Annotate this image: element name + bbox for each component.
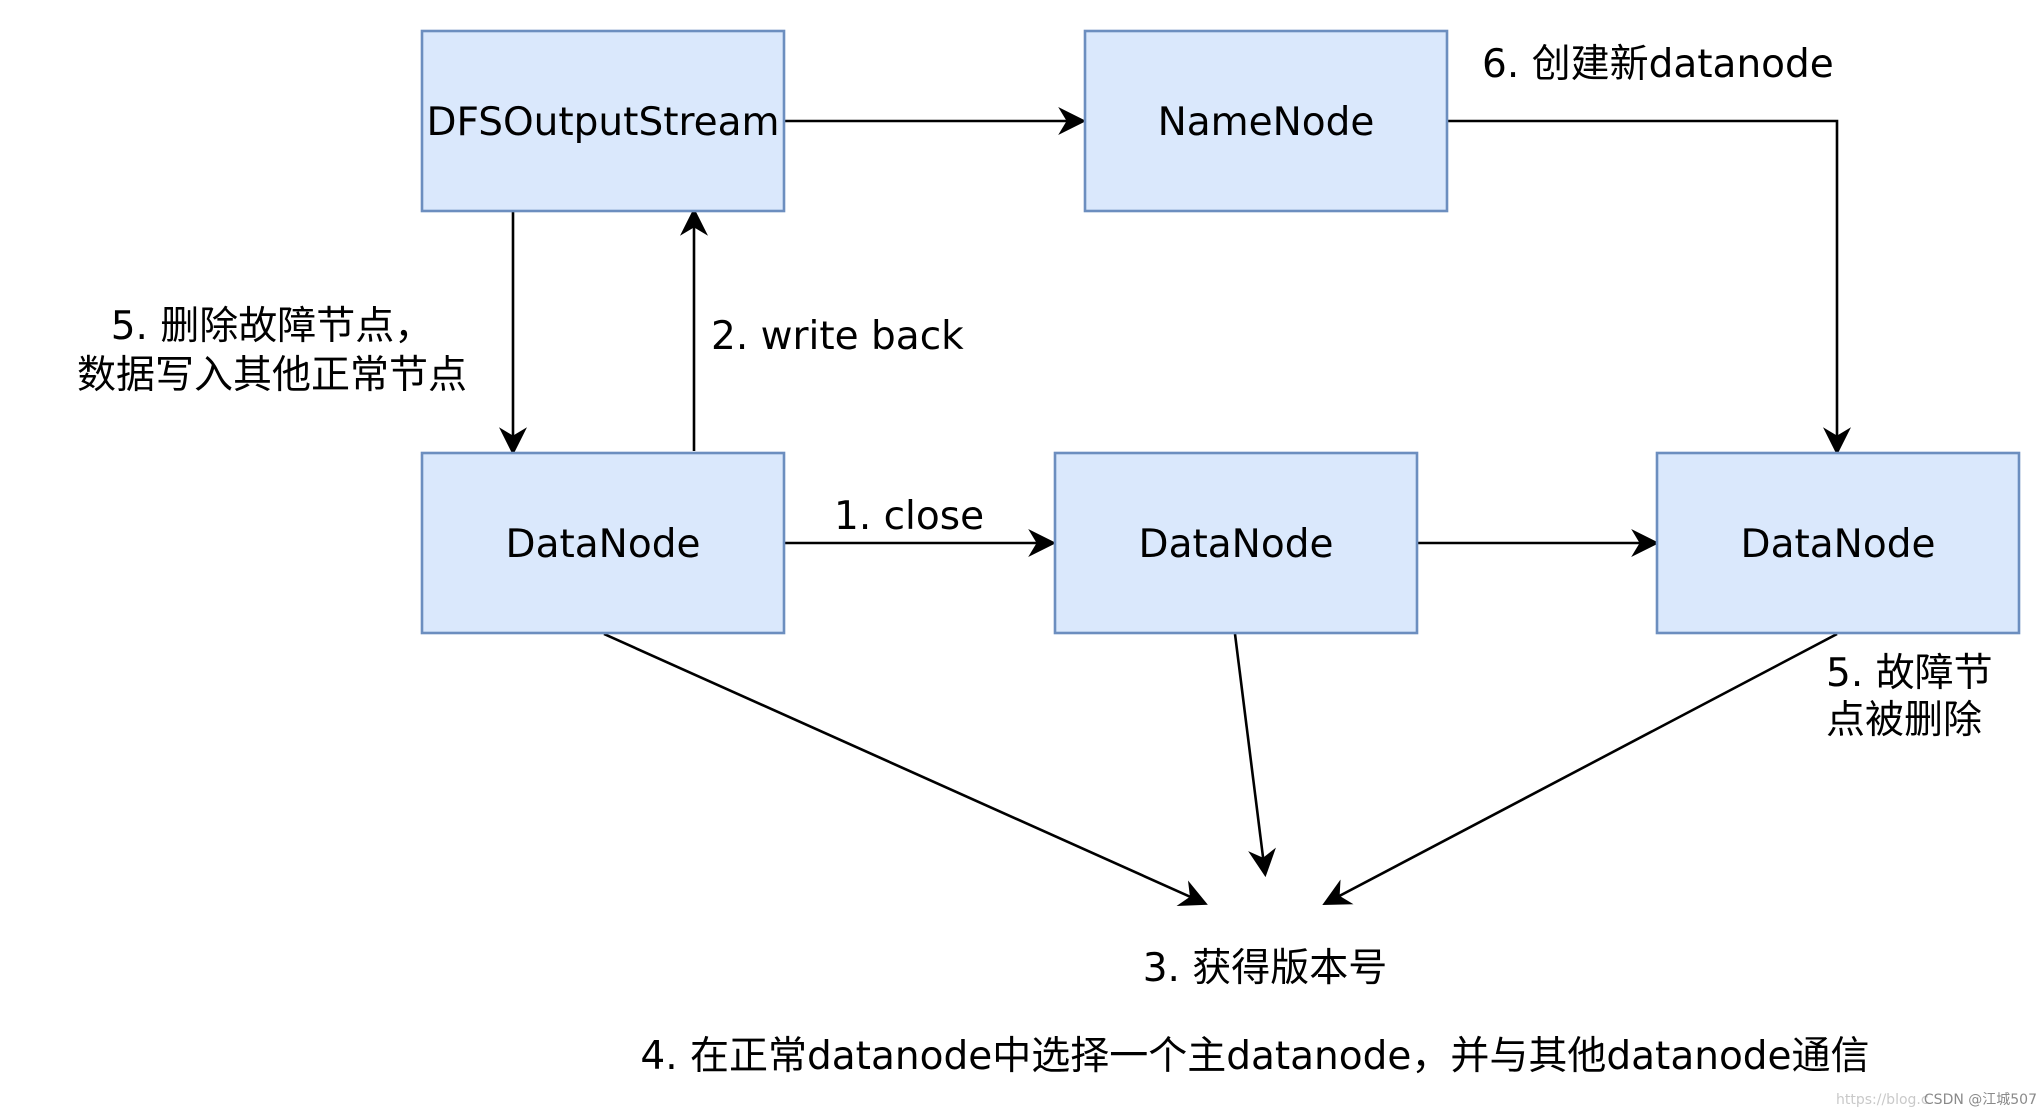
label-remove-faulty-line-1: 5. 删除故障节点， [111,304,434,349]
label-faulty-removed-line-2: 点被删除 [1826,698,1982,743]
node-datanode-1: DataNode [420,451,786,635]
node-dfs-output-stream: DFSOutputStream [420,29,786,213]
edge-datanode-3-to-version [1322,632,1838,905]
label-create-datanode: 6. 创建新datanode [1482,42,1834,87]
label-faulty-removed-line-1: 5. 故障节 [1826,651,1993,696]
footer-note: 4. 在正常datanode中选择一个主datanode，并与其他datanod… [640,1034,1869,1079]
edge-datanode-1-to-version [603,632,1208,907]
watermark-url: https://blog.c [1836,1092,1929,1108]
label-close: 1. close [834,494,984,539]
label-remove-faulty-line-2: 数据写入其他正常节点 [77,353,467,398]
label-write-back: 2. write back [711,314,964,359]
node-namenode-label: NameNode [1158,100,1375,145]
node-namenode: NameNode [1083,29,1449,213]
node-dfs-output-stream-label: DFSOutputStream [426,100,779,145]
node-datanode-1-label: DataNode [506,522,701,567]
edge-namenode-to-datanode-3 [1446,119,1851,456]
label-get-version: 3. 获得版本号 [1143,946,1388,991]
edge-datanode-2-to-version [1233,633,1276,878]
watermark-author: CSDN @江城507 [1924,1092,2037,1108]
node-datanode-2: DataNode [1053,451,1419,635]
node-datanode-3-label: DataNode [1741,522,1936,567]
node-datanode-3: DataNode [1655,451,2021,635]
node-datanode-2-label: DataNode [1139,522,1334,567]
